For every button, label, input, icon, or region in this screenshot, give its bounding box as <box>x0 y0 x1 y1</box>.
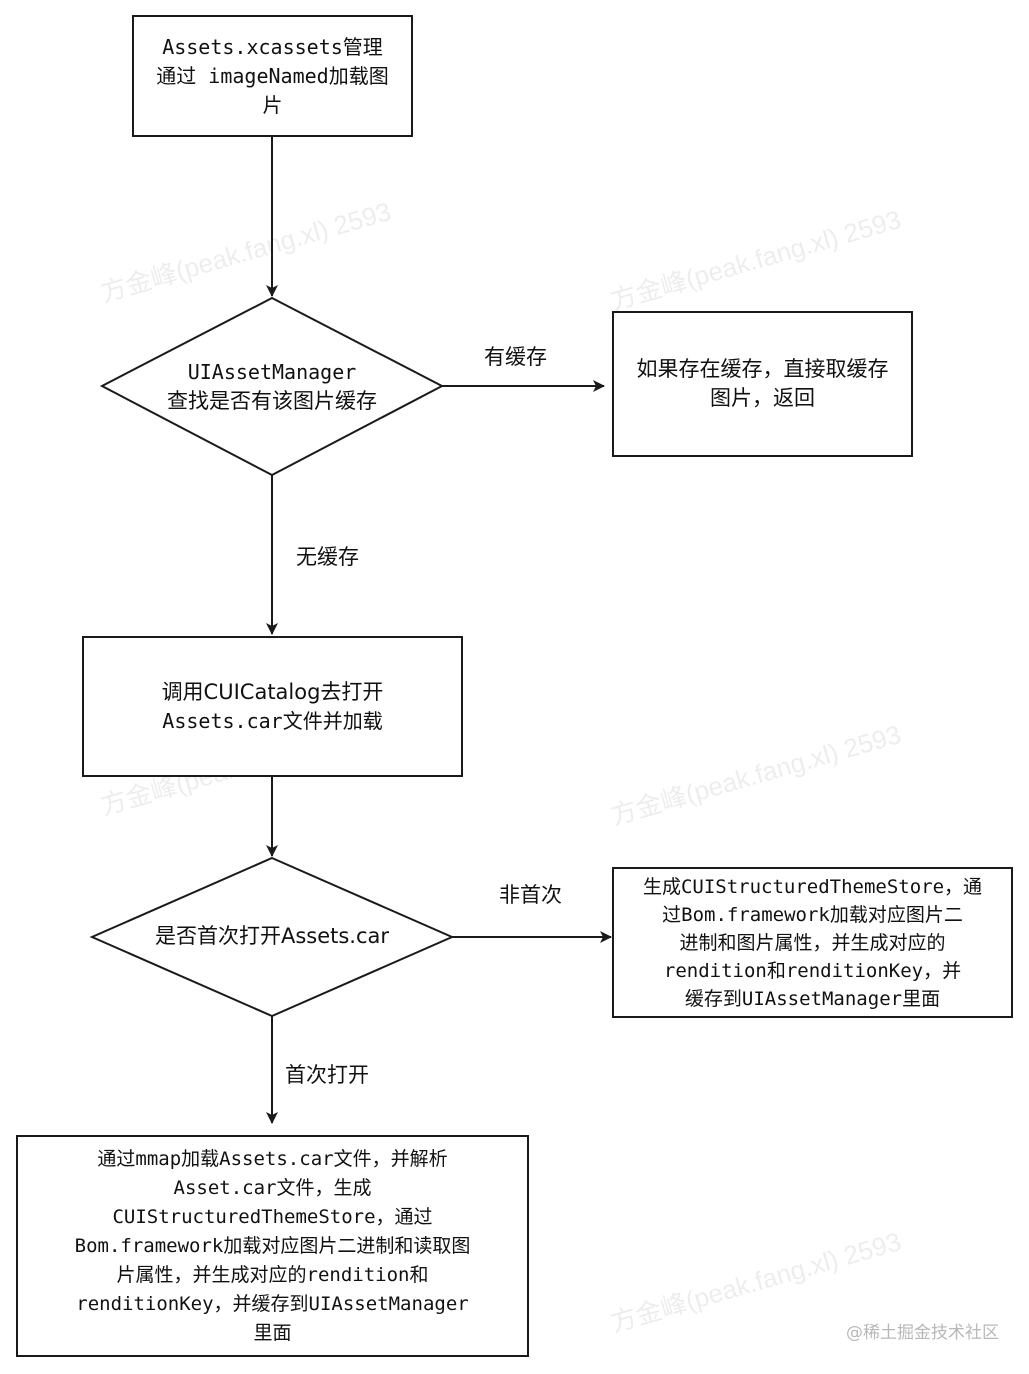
return-cached-box: 如果存在缓存，直接取缓存 图片，返回 <box>612 311 913 457</box>
edge-label-no-cache: 无缓存 <box>296 545 359 569</box>
edge-label-first-open: 首次打开 <box>285 1063 369 1087</box>
edge-label-has-cache: 有缓存 <box>484 345 547 369</box>
not-first-line: 生成CUIStructuredThemeStore，通 <box>642 875 983 898</box>
not-first-line: 过Bom.framework加载对应图片二 <box>662 903 963 926</box>
check-cache-line: UIAssetManager <box>187 360 357 384</box>
first-open-line: 里面 <box>253 1321 292 1344</box>
first-open-line: Asset.car文件，生成 <box>173 1176 372 1199</box>
first-open-line: CUIStructuredThemeStore，通过 <box>112 1205 433 1228</box>
first-open-line: 通过mmap加载Assets.car文件，并解析 <box>97 1147 448 1170</box>
open-catalog-line: Assets.car文件并加载 <box>162 708 383 733</box>
check-cache-line: 查找是否有该图片缓存 <box>167 389 377 413</box>
edge-label-not-first: 非首次 <box>499 883 562 907</box>
first-open-check-text: 是否首次打开Assets.car <box>132 922 412 951</box>
return-cached-line: 图片，返回 <box>710 386 815 410</box>
return-cached-line: 如果存在缓存，直接取缓存 <box>636 357 889 381</box>
not-first-line: 缓存到UIAssetManager里面 <box>684 987 941 1010</box>
open-catalog-box: 调用CUICatalog去打开 Assets.car文件并加载 <box>82 636 463 777</box>
not-first-box: 生成CUIStructuredThemeStore，通 过Bom.framewo… <box>612 867 1013 1018</box>
first-open-line: Bom.framework加载对应图片二进制和读取图 <box>74 1234 471 1257</box>
start-line: 通过 imageNamed加载图 <box>156 63 389 88</box>
check-cache-text: UIAssetManager 查找是否有该图片缓存 <box>142 358 402 416</box>
start-box: Assets.xcassets管理 通过 imageNamed加载图 片 <box>132 15 413 137</box>
start-line: Assets.xcassets管理 <box>162 34 383 59</box>
not-first-line: rendition和renditionKey，并 <box>663 959 962 982</box>
first-open-box: 通过mmap加载Assets.car文件，并解析 Asset.car文件，生成 … <box>16 1135 529 1357</box>
first-open-check-line: 是否首次打开Assets.car <box>154 924 390 948</box>
credit-label: @稀土掘金技术社区 <box>846 1323 999 1343</box>
not-first-line: 进制和图片属性，并生成对应的 <box>679 931 946 954</box>
first-open-line: renditionKey，并缓存到UIAssetManager <box>76 1292 469 1315</box>
first-open-line: 片属性，并生成对应的rendition和 <box>116 1263 429 1286</box>
open-catalog-line: 调用CUICatalog去打开 <box>161 679 384 704</box>
start-line: 片 <box>262 92 283 117</box>
